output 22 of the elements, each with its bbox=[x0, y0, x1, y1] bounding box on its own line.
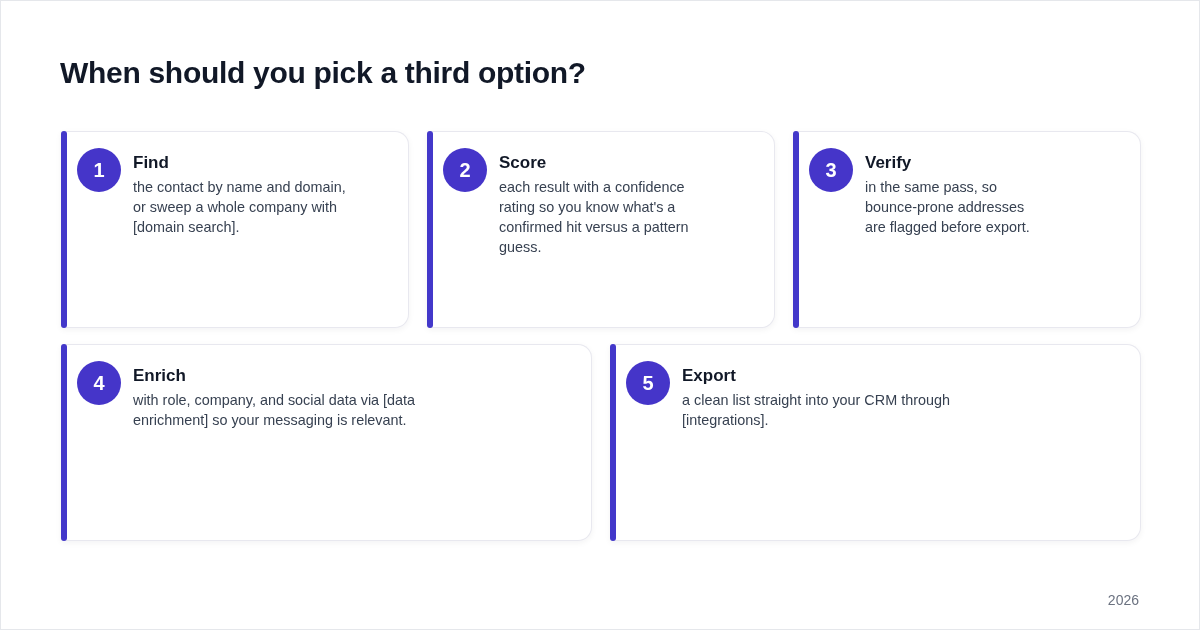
card-heading: Enrich bbox=[133, 365, 186, 387]
title: When should you pick a third option? bbox=[60, 56, 586, 90]
step-number: 3 bbox=[809, 148, 853, 192]
card-heading: Export bbox=[682, 365, 736, 387]
step-card bbox=[61, 344, 592, 541]
card-heading: Verify bbox=[865, 152, 912, 174]
step-card bbox=[610, 344, 1141, 541]
step-number: 4 bbox=[77, 361, 121, 405]
card-text: a clean list straight into your CRM through [integrations]. bbox=[682, 391, 951, 430]
step-card bbox=[61, 131, 409, 328]
card-text: in the same pass, so bounce-prone addresses are flagged before export. bbox=[865, 178, 1031, 237]
card-heading: Score bbox=[499, 152, 547, 174]
step-number: 5 bbox=[626, 361, 670, 405]
year-label: 2026 bbox=[1107, 592, 1139, 608]
step-card bbox=[427, 131, 775, 328]
card-text: each result with a confidence rating so you know what's a confirmed hit versus a pattern guess. bbox=[499, 178, 690, 257]
card-text: the contact by name and domain, or sweep a whole company with [domain search]. bbox=[133, 178, 347, 237]
card-heading: Find bbox=[133, 152, 169, 174]
step-card bbox=[793, 131, 1141, 328]
card-text: with role, company, and social data via [data enrichment] so your messaging is relevant. bbox=[133, 391, 417, 430]
step-number: 1 bbox=[77, 148, 121, 192]
step-number: 2 bbox=[443, 148, 487, 192]
